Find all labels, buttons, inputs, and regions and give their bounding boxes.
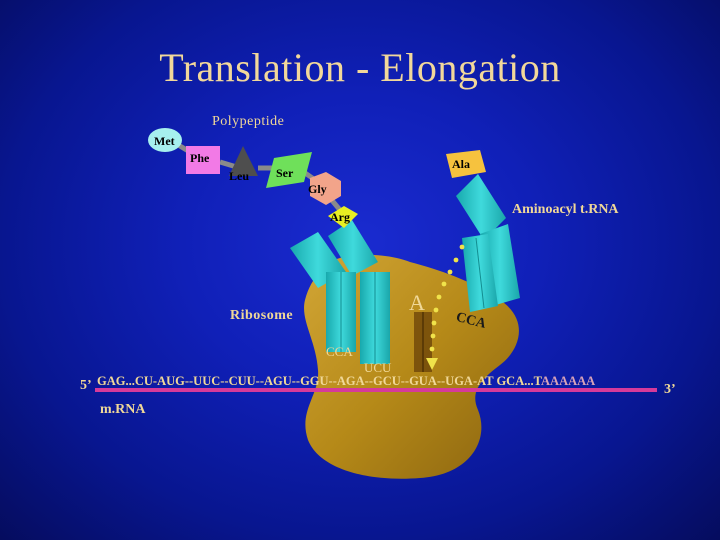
ribosome-body <box>304 254 519 479</box>
amino-acid-label: Phe <box>190 151 210 165</box>
entry-arrow <box>426 244 465 370</box>
mrna-label: m.RNA <box>100 402 146 417</box>
a-site-label: A <box>409 290 425 315</box>
mrna-sequence-main: GAG...CU-AUG--UUC--CUU--AGU--GGU--AGA--G… <box>97 374 542 388</box>
trna-incoming <box>456 174 520 312</box>
amino-acid-label: Gly <box>308 182 327 196</box>
amino-acid-label: Arg <box>330 210 350 224</box>
polypeptide-label: Polypeptide <box>212 114 285 129</box>
amino-acid-label: Met <box>154 134 175 148</box>
amino-acid-phe: Phe <box>186 146 220 174</box>
amino-acid-ser: Ser <box>266 152 312 188</box>
amino-acid-leu: Leu <box>229 146 258 183</box>
amino-acid-gly: Gly <box>308 172 341 205</box>
amino-acid-label: Ser <box>276 166 294 180</box>
amino-acid-arg: Arg <box>328 206 358 228</box>
amino-acid-ala: Ala <box>446 150 486 178</box>
amino-acid-met: Met <box>148 128 182 152</box>
mrna-poly-a-tail: AAAAAA <box>541 374 596 388</box>
slide-title: Translation - Elongation <box>159 45 561 90</box>
amino-acid-label: Leu <box>229 169 249 183</box>
five-prime-label: 5’ <box>80 378 92 393</box>
trna-p-site <box>290 220 390 364</box>
mrna-strand <box>95 388 657 392</box>
ribosome-label: Ribosome <box>230 308 294 323</box>
a-site-channel <box>414 312 432 372</box>
cca-label-left: CCA <box>326 344 353 359</box>
amino-acid-label: Ala <box>452 157 470 171</box>
aminoacyl-trna-label: Aminoacyl t.RNA <box>512 202 619 217</box>
mrna-sequence: GAG...CU-AUG--UUC--CUU--AGU--GGU--AGA--G… <box>97 374 595 389</box>
anticodon-label: UCU <box>364 360 392 375</box>
three-prime-label: 3’ <box>664 382 676 397</box>
